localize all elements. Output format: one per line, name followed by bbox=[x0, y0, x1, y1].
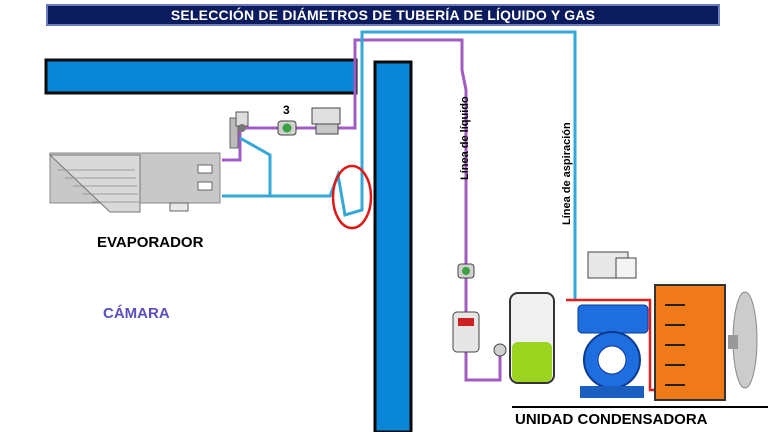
evaporator-label: EVAPORADOR bbox=[97, 234, 204, 251]
component-number-label: 3 bbox=[283, 103, 290, 117]
pressure-switch-icon bbox=[587, 251, 637, 279]
suction-line-label: Línea de aspiración bbox=[561, 122, 573, 225]
sight-glass-icon bbox=[277, 120, 297, 136]
condenser-icon bbox=[654, 284, 726, 401]
vertical-wall bbox=[373, 60, 413, 432]
filter-drier-icon bbox=[452, 311, 480, 353]
sight-glass-2-icon bbox=[457, 263, 475, 279]
condensing-unit-label: UNIDAD CONDENSADORA bbox=[515, 411, 708, 428]
suction-line-pipe-2 bbox=[239, 136, 272, 196]
suction-line-pipe bbox=[222, 30, 577, 300]
receiver-icon bbox=[493, 292, 555, 384]
compressor-icon bbox=[577, 304, 649, 398]
fan-icon bbox=[728, 291, 758, 389]
diagram-title: SELECCIÓN DE DIÁMETROS DE TUBERÍA DE LÍQ… bbox=[46, 4, 720, 26]
expansion-valve-icon bbox=[235, 111, 249, 132]
liquid-line-label: Línea de líquido bbox=[459, 96, 471, 180]
ceiling-wall bbox=[44, 58, 358, 95]
trap-highlight-circle bbox=[331, 164, 373, 230]
solenoid-valve-icon bbox=[311, 107, 341, 135]
room-label: CÁMARA bbox=[103, 305, 170, 322]
evaporator-unit bbox=[48, 117, 239, 213]
